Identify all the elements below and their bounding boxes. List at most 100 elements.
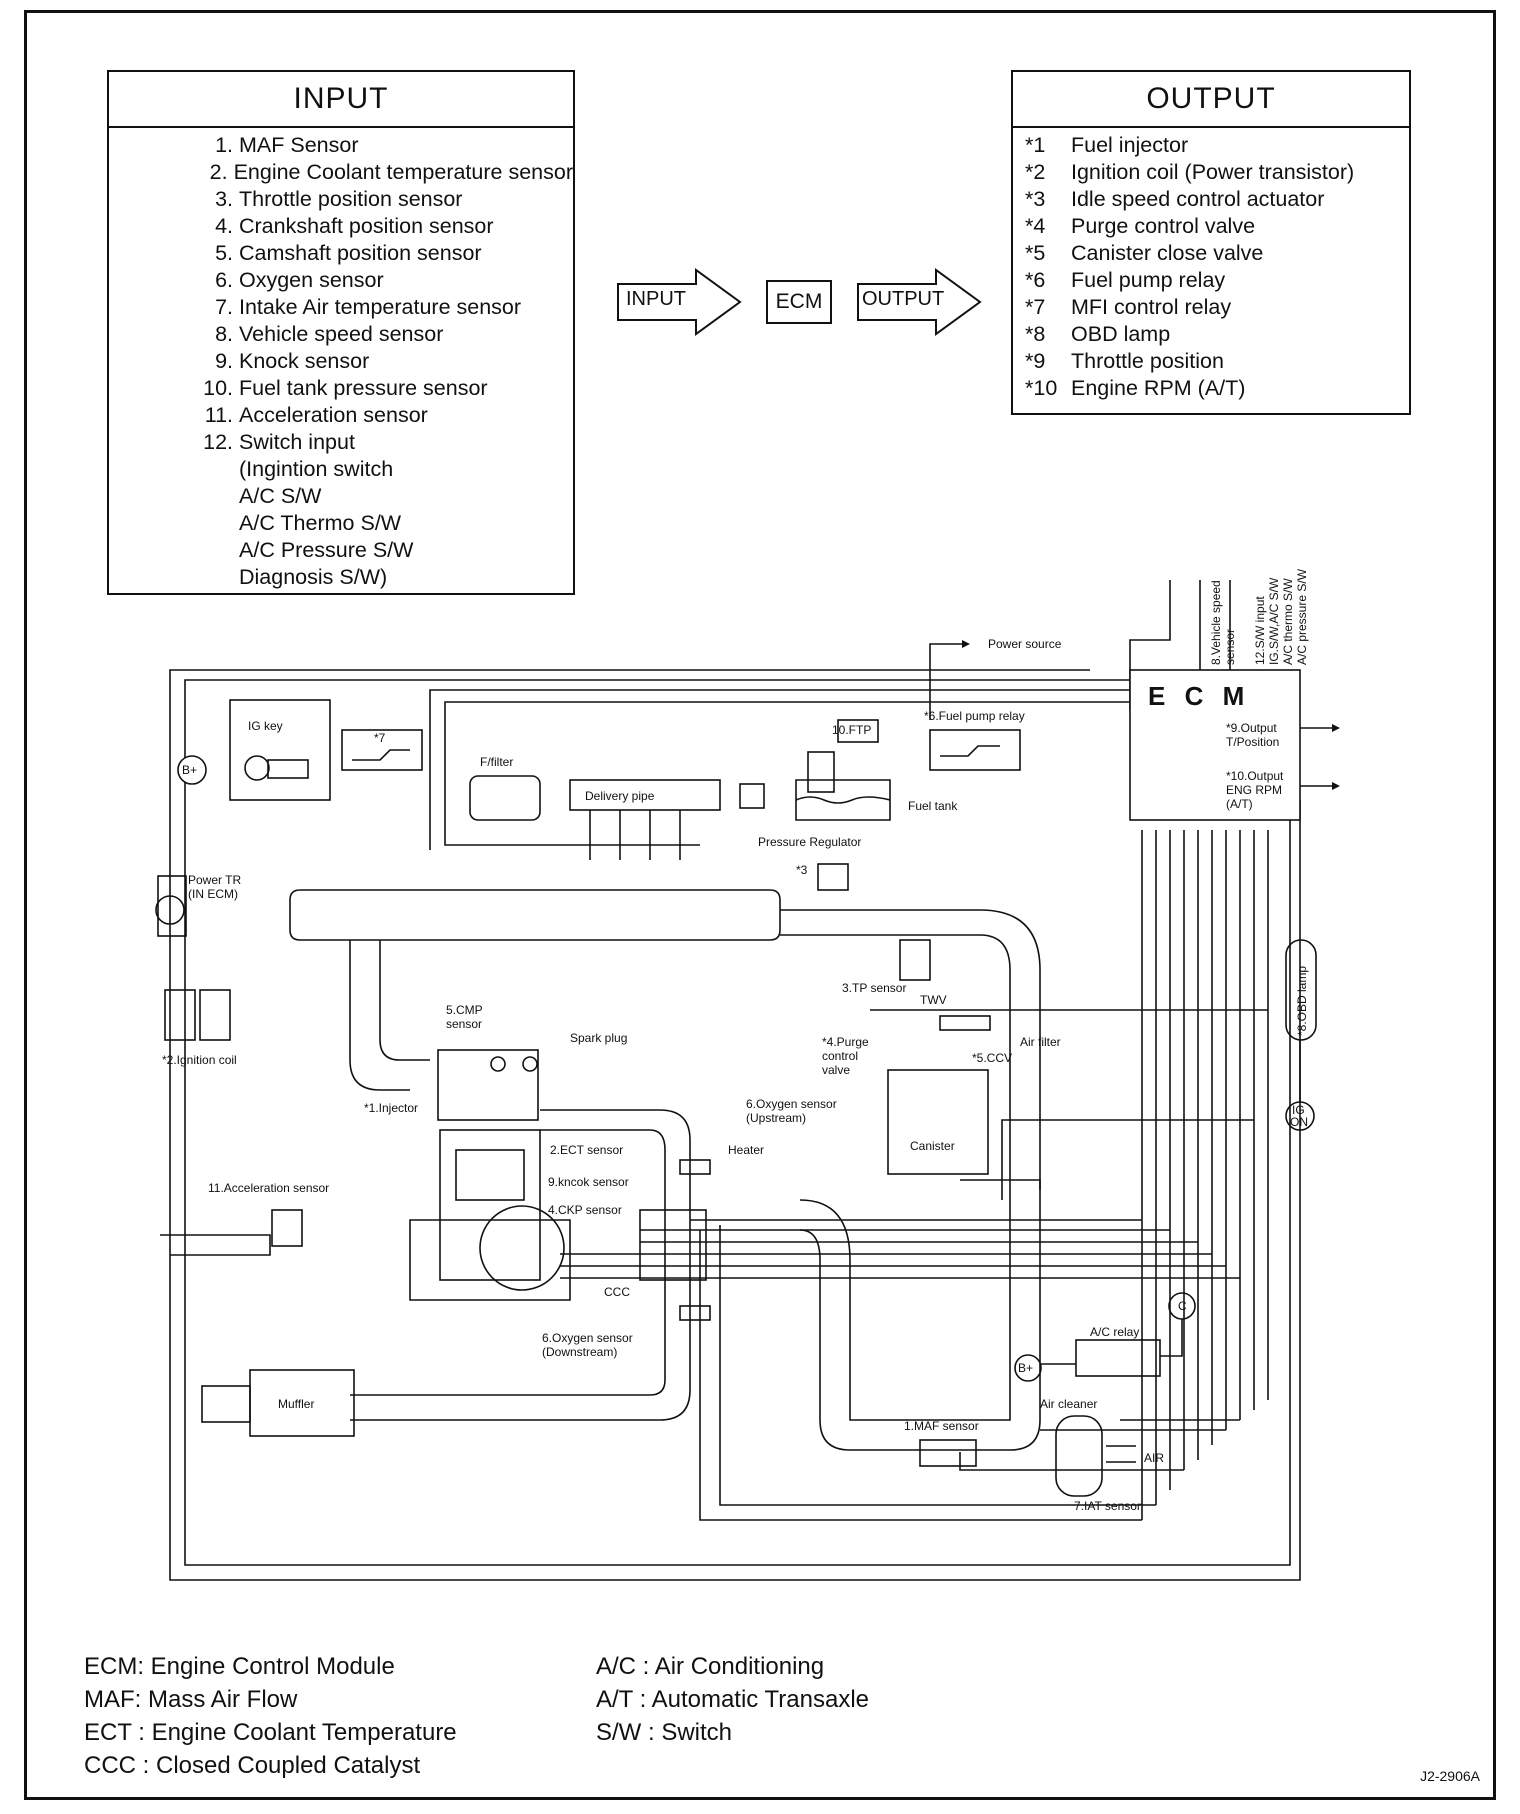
input-sub-item: Diagnosis S/W) [239, 565, 388, 589]
power-tr-label-2: (IN ECM) [188, 887, 238, 901]
c-terminal-label: C [1178, 1299, 1187, 1313]
crankcase [409, 1219, 571, 1301]
ig-on-label-2: ON [1290, 1115, 1308, 1129]
o2-down-label: 6.Oxygen sensor [542, 1331, 633, 1345]
muffler-label: Muffler [278, 1397, 314, 1411]
flow-ecm-box: ECM [766, 280, 832, 324]
ftp-label: 10.FTP [832, 723, 871, 737]
input-item: 11.Acceleration sensor [204, 403, 428, 427]
output-10-label: *10.Output [1226, 769, 1284, 783]
ignition-coil-1 [164, 989, 196, 1041]
air-cleaner [1055, 1415, 1103, 1497]
catalyst [639, 1209, 707, 1281]
flow-input-label: INPUT [626, 288, 686, 310]
o2-up-label-2: (Upstream) [746, 1111, 806, 1125]
ig-key-block [229, 699, 331, 801]
input-flow-arrow [617, 268, 742, 336]
obd-lamp [1285, 939, 1317, 1041]
legend-item: ECM: Engine Control Module [84, 1653, 395, 1680]
purge-valve-label-2: control [822, 1049, 858, 1063]
power-tr-label: Power TR [188, 873, 241, 887]
power-source-label: Power source [988, 637, 1062, 651]
input-sub-item: (Ingintion switch [239, 457, 394, 481]
iat-sensor-label: 7.IAT sensor [1074, 1499, 1141, 1513]
injector-label: *1.Injector [364, 1101, 418, 1115]
twv-label: TWV [920, 993, 947, 1007]
input-sub-item: A/C Thermo S/W [239, 511, 402, 535]
twv-valve [939, 1015, 991, 1031]
piston [455, 1149, 525, 1201]
power-tr-symbol [155, 895, 185, 925]
input-item: 5.Camshaft position sensor [215, 241, 482, 265]
air-filter-label: Air filter [1020, 1035, 1061, 1049]
input-item: 1.MAF Sensor [215, 133, 359, 157]
ecm-block [1129, 669, 1301, 821]
isc-label: *3 [796, 863, 808, 877]
ccv-label: *5.CCV [972, 1051, 1012, 1065]
purge-valve-label: *4.Purge [822, 1035, 869, 1049]
fuel-tank-label: Fuel tank [908, 799, 958, 813]
cylinder-head [437, 1049, 539, 1121]
input-item: 9.Knock sensor [215, 349, 370, 373]
svg-text:sensor: sensor [1223, 629, 1237, 665]
diagram-frame [24, 10, 1496, 1800]
b-plus-terminal-2 [1014, 1354, 1042, 1382]
fuel-pump-relay-label: *6.Fuel pump relay [924, 709, 1025, 723]
intake-plenum [289, 889, 781, 941]
spark-plug-label: Spark plug [570, 1031, 627, 1045]
knock-sensor-label: 9.kncok sensor [548, 1175, 629, 1189]
fuel-pump [807, 751, 835, 793]
delivery-pipe [569, 779, 721, 811]
isc-actuator [817, 863, 849, 891]
o2-up-label: 6.Oxygen sensor [746, 1097, 837, 1111]
o2-sensor-upstream [679, 1159, 711, 1175]
drawing-code: J2-2906A [1420, 1768, 1480, 1784]
o2-sensor-downstream [679, 1305, 711, 1321]
input-box-title: INPUT [109, 72, 573, 128]
legend-left: ECM: Engine Control Module MAF: Mass Air… [84, 1650, 457, 1782]
svg-text:IG.S/W,A/C S/W: IG.S/W,A/C S/W [1267, 577, 1281, 665]
output-9-label-2: T/Position [1226, 735, 1279, 749]
fuel-filter [469, 775, 541, 821]
canister-label: Canister [910, 1139, 955, 1153]
legend-item: A/T : Automatic Transaxle [596, 1686, 870, 1713]
legend-item: A/C : Air Conditioning [596, 1653, 825, 1680]
maf-sensor [919, 1439, 977, 1467]
b-plus-terminal [177, 755, 207, 785]
fuel-pump-relay [929, 729, 1021, 771]
fuel-tank [795, 779, 891, 821]
purge-valve-label-3: valve [822, 1063, 850, 1077]
cylinder-block [439, 1129, 541, 1281]
output-10-label-2: ENG RPM [1226, 783, 1282, 797]
cmp-sensor-label-2: sensor [446, 1017, 482, 1031]
svg-text:A/C thermo S/W: A/C thermo S/W [1281, 578, 1295, 665]
input-sub-item: A/C Pressure S/W [239, 538, 414, 562]
input-item: 7.Intake Air temperature sensor [215, 295, 522, 319]
air-cleaner-label: Air cleaner [1040, 1397, 1097, 1411]
mfi-relay [341, 729, 423, 771]
ecm-block-label: E C M [1148, 681, 1250, 711]
intake-duct [780, 909, 1041, 1451]
ckp-sensor-label: 4.CKP sensor [548, 1203, 622, 1217]
air-label: AIR [1144, 1451, 1164, 1465]
b-plus-label-2: B+ [1018, 1361, 1033, 1375]
input-list: 1.MAF Sensor 2.Engine Coolant temperatur… [109, 128, 573, 591]
input-box: INPUT 1.MAF Sensor 2.Engine Coolant temp… [107, 70, 575, 595]
maf-sensor-label: 1.MAF sensor [904, 1419, 979, 1433]
legend-item: S/W : Switch [596, 1719, 733, 1746]
ac-relay [1075, 1339, 1161, 1377]
o2-down-label-2: (Downstream) [542, 1345, 617, 1359]
canister [887, 1069, 989, 1175]
output-box-title: OUTPUT [1013, 72, 1409, 128]
input-item: 2.Engine Coolant temperature sensor [209, 160, 573, 184]
output-10-label-3: (A/T) [1226, 797, 1253, 811]
obd-lamp-label: *8.OBD lamp [1295, 966, 1309, 1036]
